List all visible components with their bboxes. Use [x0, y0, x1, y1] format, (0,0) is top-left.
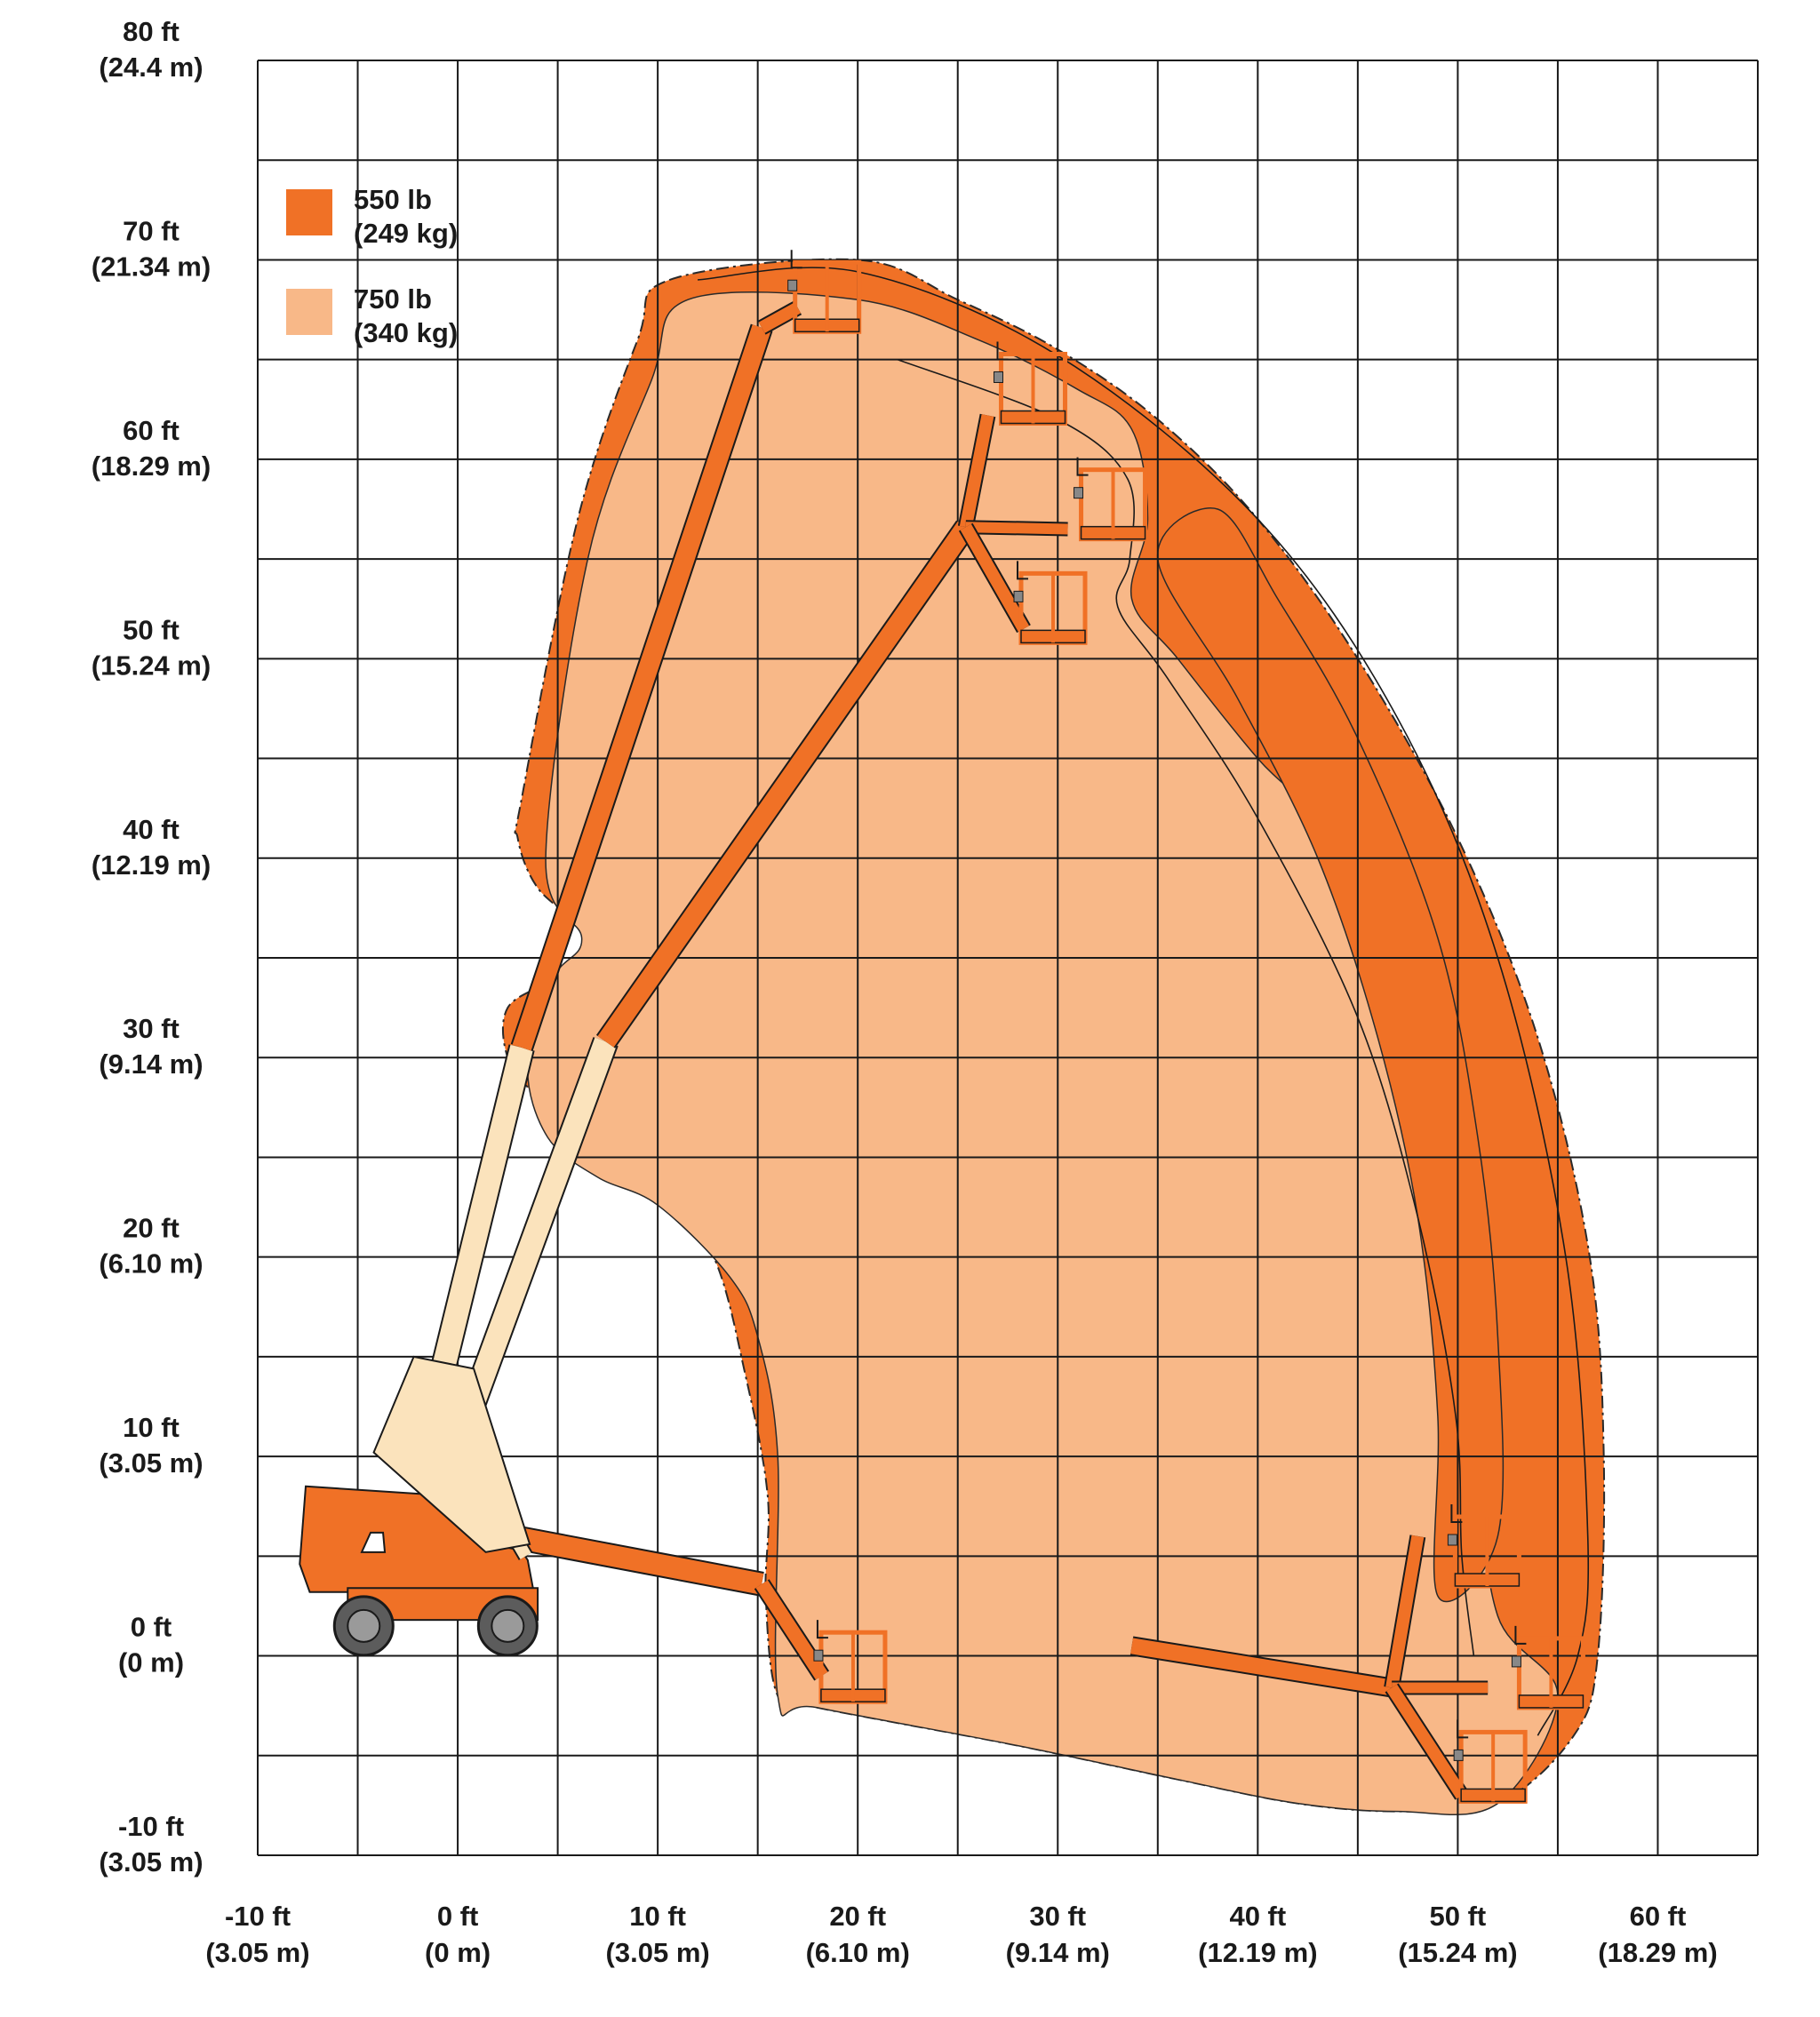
reach-arc-1: [698, 267, 1590, 1736]
y-tick-ft-label: 60 ft: [123, 415, 180, 446]
x-tick-ft-label: 0 ft: [437, 1901, 479, 1932]
x-tick-m-label: (0 m): [425, 1937, 491, 1968]
wheel-hub-2: [491, 1608, 525, 1643]
basket-reach-level-control: [1511, 1655, 1521, 1668]
x-tick-m-label: (18.29 m): [1598, 1937, 1717, 1968]
legend-sublabel-1: (249 kg): [354, 218, 458, 249]
upper-boom-max-height: [512, 324, 771, 1051]
basket-reach-up-control: [1447, 1534, 1457, 1546]
y-tick-m-label: (12.19 m): [92, 849, 211, 881]
jib-level: [965, 522, 1068, 535]
x-tick-ft-label: 10 ft: [629, 1901, 686, 1932]
basket-mid-level-control: [1074, 487, 1084, 499]
reach-jib-up: [1385, 1535, 1425, 1689]
legend-swatch-1: [286, 189, 332, 235]
x-tick-ft-label: 20 ft: [829, 1901, 886, 1932]
envelope-layer: [501, 258, 1606, 1815]
basket-reach-up: [1447, 1504, 1521, 1589]
basket-reach-down: [1453, 1719, 1528, 1804]
reach-boom: [1130, 1638, 1393, 1696]
y-tick-m-label: (6.10 m): [99, 1248, 203, 1280]
basket-max-height-control: [787, 279, 798, 291]
x-tick-m-label: (15.24 m): [1398, 1937, 1517, 1968]
basket-mid-down-handle: [1017, 561, 1029, 580]
x-tick-ft-label: 50 ft: [1430, 1901, 1487, 1932]
y-tick-m-label: (0 m): [118, 1647, 184, 1678]
basket-mid-up: [994, 341, 1068, 426]
basket-stowed: [813, 1620, 888, 1704]
basket-reach-down-control: [1453, 1749, 1464, 1761]
basket-stowed-control: [813, 1649, 824, 1662]
y-tick-m-label: (9.14 m): [99, 1048, 203, 1080]
basket-max-height: [787, 250, 862, 334]
machine-layer: [299, 250, 1585, 1804]
y-tick-m-label: (3.05 m): [99, 1447, 203, 1479]
y-tick-m-label: (18.29 m): [92, 450, 211, 482]
y-tick-m-label: (3.05 m): [99, 1846, 203, 1877]
stowed-jib: [755, 1580, 828, 1680]
legend-label-1: 550 lb: [354, 184, 432, 215]
basket-mid-up-control: [994, 371, 1004, 383]
basket-reach-level: [1511, 1625, 1585, 1710]
legend-sublabel-2: (340 kg): [354, 317, 458, 348]
y-tick-ft-label: 10 ft: [123, 1412, 180, 1443]
basket-mid-down-control: [1013, 590, 1024, 602]
jib-max-height: [758, 302, 802, 333]
x-tick-ft-label: 30 ft: [1029, 1901, 1086, 1932]
y-tick-ft-label: 80 ft: [123, 16, 180, 47]
basket-mid-level-handle: [1076, 457, 1089, 476]
x-tick-m-label: (9.14 m): [1006, 1937, 1110, 1968]
y-tick-m-label: (21.34 m): [92, 251, 211, 282]
jib-up: [959, 414, 994, 529]
cab-window: [360, 1531, 387, 1553]
x-tick-ft-label: -10 ft: [225, 1901, 291, 1932]
x-tick-m-label: (12.19 m): [1198, 1937, 1317, 1968]
basket-mid-down: [1013, 561, 1088, 645]
upper-boom-mid: [597, 521, 974, 1048]
basket-reach-down-handle: [1457, 1719, 1469, 1739]
y-tick-ft-label: -10 ft: [118, 1811, 184, 1842]
basket-mid-up-handle: [996, 341, 1009, 361]
y-tick-ft-label: 70 ft: [123, 215, 180, 246]
x-tick-ft-label: 60 ft: [1630, 1901, 1687, 1932]
turntable-riser: [372, 1355, 531, 1553]
x-tick-m-label: (6.10 m): [806, 1937, 910, 1968]
axis-ticks: 80 ft (24.4 m) 70 ft (21.34 m) 60 ft (18.29 m…: [92, 16, 1718, 1968]
y-tick-ft-label: 50 ft: [123, 614, 180, 645]
legend-swatch-2: [286, 289, 332, 335]
y-tick-m-label: (24.4 m): [99, 52, 203, 83]
jib-down: [960, 523, 1030, 633]
y-tick-ft-label: 20 ft: [123, 1213, 180, 1244]
basket-reach-level-handle: [1514, 1625, 1527, 1645]
x-tick-m-label: (3.05 m): [205, 1937, 309, 1968]
legend-label-2: 750 lb: [354, 283, 432, 315]
basket-max-height-handle: [790, 250, 802, 269]
envelope-outer-band: [1157, 507, 1505, 1603]
legend: 550 lb(249 kg) 750 lb(340 kg): [286, 184, 458, 348]
basket-reach-up-handle: [1450, 1504, 1463, 1523]
reach-jib-down: [1386, 1684, 1467, 1799]
basket-mid-level: [1074, 457, 1148, 542]
stowed-boom: [485, 1521, 764, 1595]
y-tick-ft-label: 40 ft: [123, 814, 180, 845]
x-tick-m-label: (3.05 m): [606, 1937, 710, 1968]
y-tick-m-label: (15.24 m): [92, 650, 211, 681]
basket-stowed-handle: [816, 1620, 828, 1639]
y-tick-ft-label: 30 ft: [123, 1013, 180, 1044]
y-tick-ft-label: 0 ft: [131, 1612, 172, 1643]
x-tick-ft-label: 40 ft: [1229, 1901, 1286, 1932]
wheel-hub-1: [347, 1608, 381, 1643]
